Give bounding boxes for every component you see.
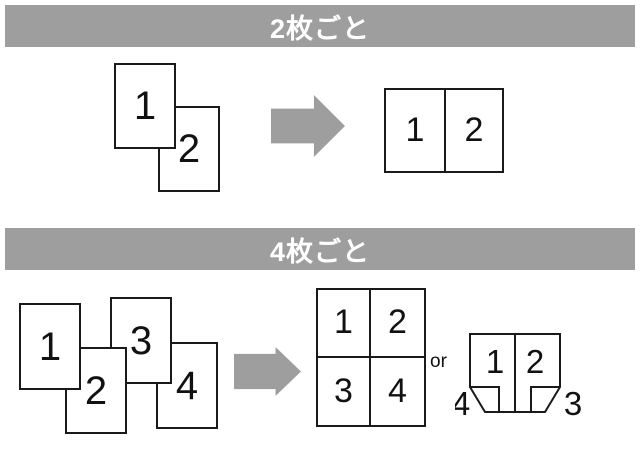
result-sheet-2x2: 1 2 3 4 — [316, 288, 426, 427]
result-cell: 2 — [371, 290, 424, 358]
result-cell-label: 1 — [334, 303, 353, 342]
alternative-conjunction-label: or — [430, 351, 447, 372]
sheet-number-label: 2 — [177, 127, 201, 171]
result-cell-label: 2 — [388, 303, 407, 342]
result-cell: 4 — [371, 358, 424, 426]
source-sheet-2: 2 — [158, 106, 220, 192]
folded-booklet-illustration: 1 2 4 3 — [455, 325, 590, 435]
source-sheet-1: 1 — [114, 63, 176, 149]
booklet-front-panel-label: 2 — [526, 343, 544, 380]
result-cell: 1 — [318, 290, 371, 358]
booklet-left-fold-crease — [470, 386, 500, 412]
result-cell-label: 3 — [334, 371, 353, 410]
result-cell: 3 — [318, 357, 371, 425]
sheet-number-label: 4 — [175, 363, 199, 408]
result-cell-label: 1 — [405, 111, 425, 149]
result-cell-label: 2 — [464, 111, 484, 149]
sheet-number-label: 2 — [84, 368, 108, 413]
result-cell: 1 — [386, 90, 444, 171]
result-cell: 2 — [444, 90, 502, 171]
booklet-folded-corner-label: 3 — [564, 385, 582, 422]
arrow-right-icon — [271, 95, 345, 157]
booklet-folded-corner-label: 4 — [455, 385, 470, 422]
result-cell-label: 4 — [388, 371, 407, 410]
result-sheet-1x2: 1 2 — [384, 88, 504, 173]
section-header-every-2-sheets: 2枚ごと — [5, 5, 635, 47]
booklet-front-panel-label: 1 — [486, 343, 504, 380]
source-sheet-1: 1 — [19, 303, 81, 390]
sheet-number-label: 3 — [129, 318, 153, 363]
arrow-right-icon — [234, 347, 301, 396]
section-header-every-4-sheets: 4枚ごと — [5, 228, 635, 270]
sheet-number-label: 1 — [38, 324, 62, 369]
booklet-right-fold-crease — [530, 386, 560, 412]
sheet-number-label: 1 — [133, 84, 157, 128]
